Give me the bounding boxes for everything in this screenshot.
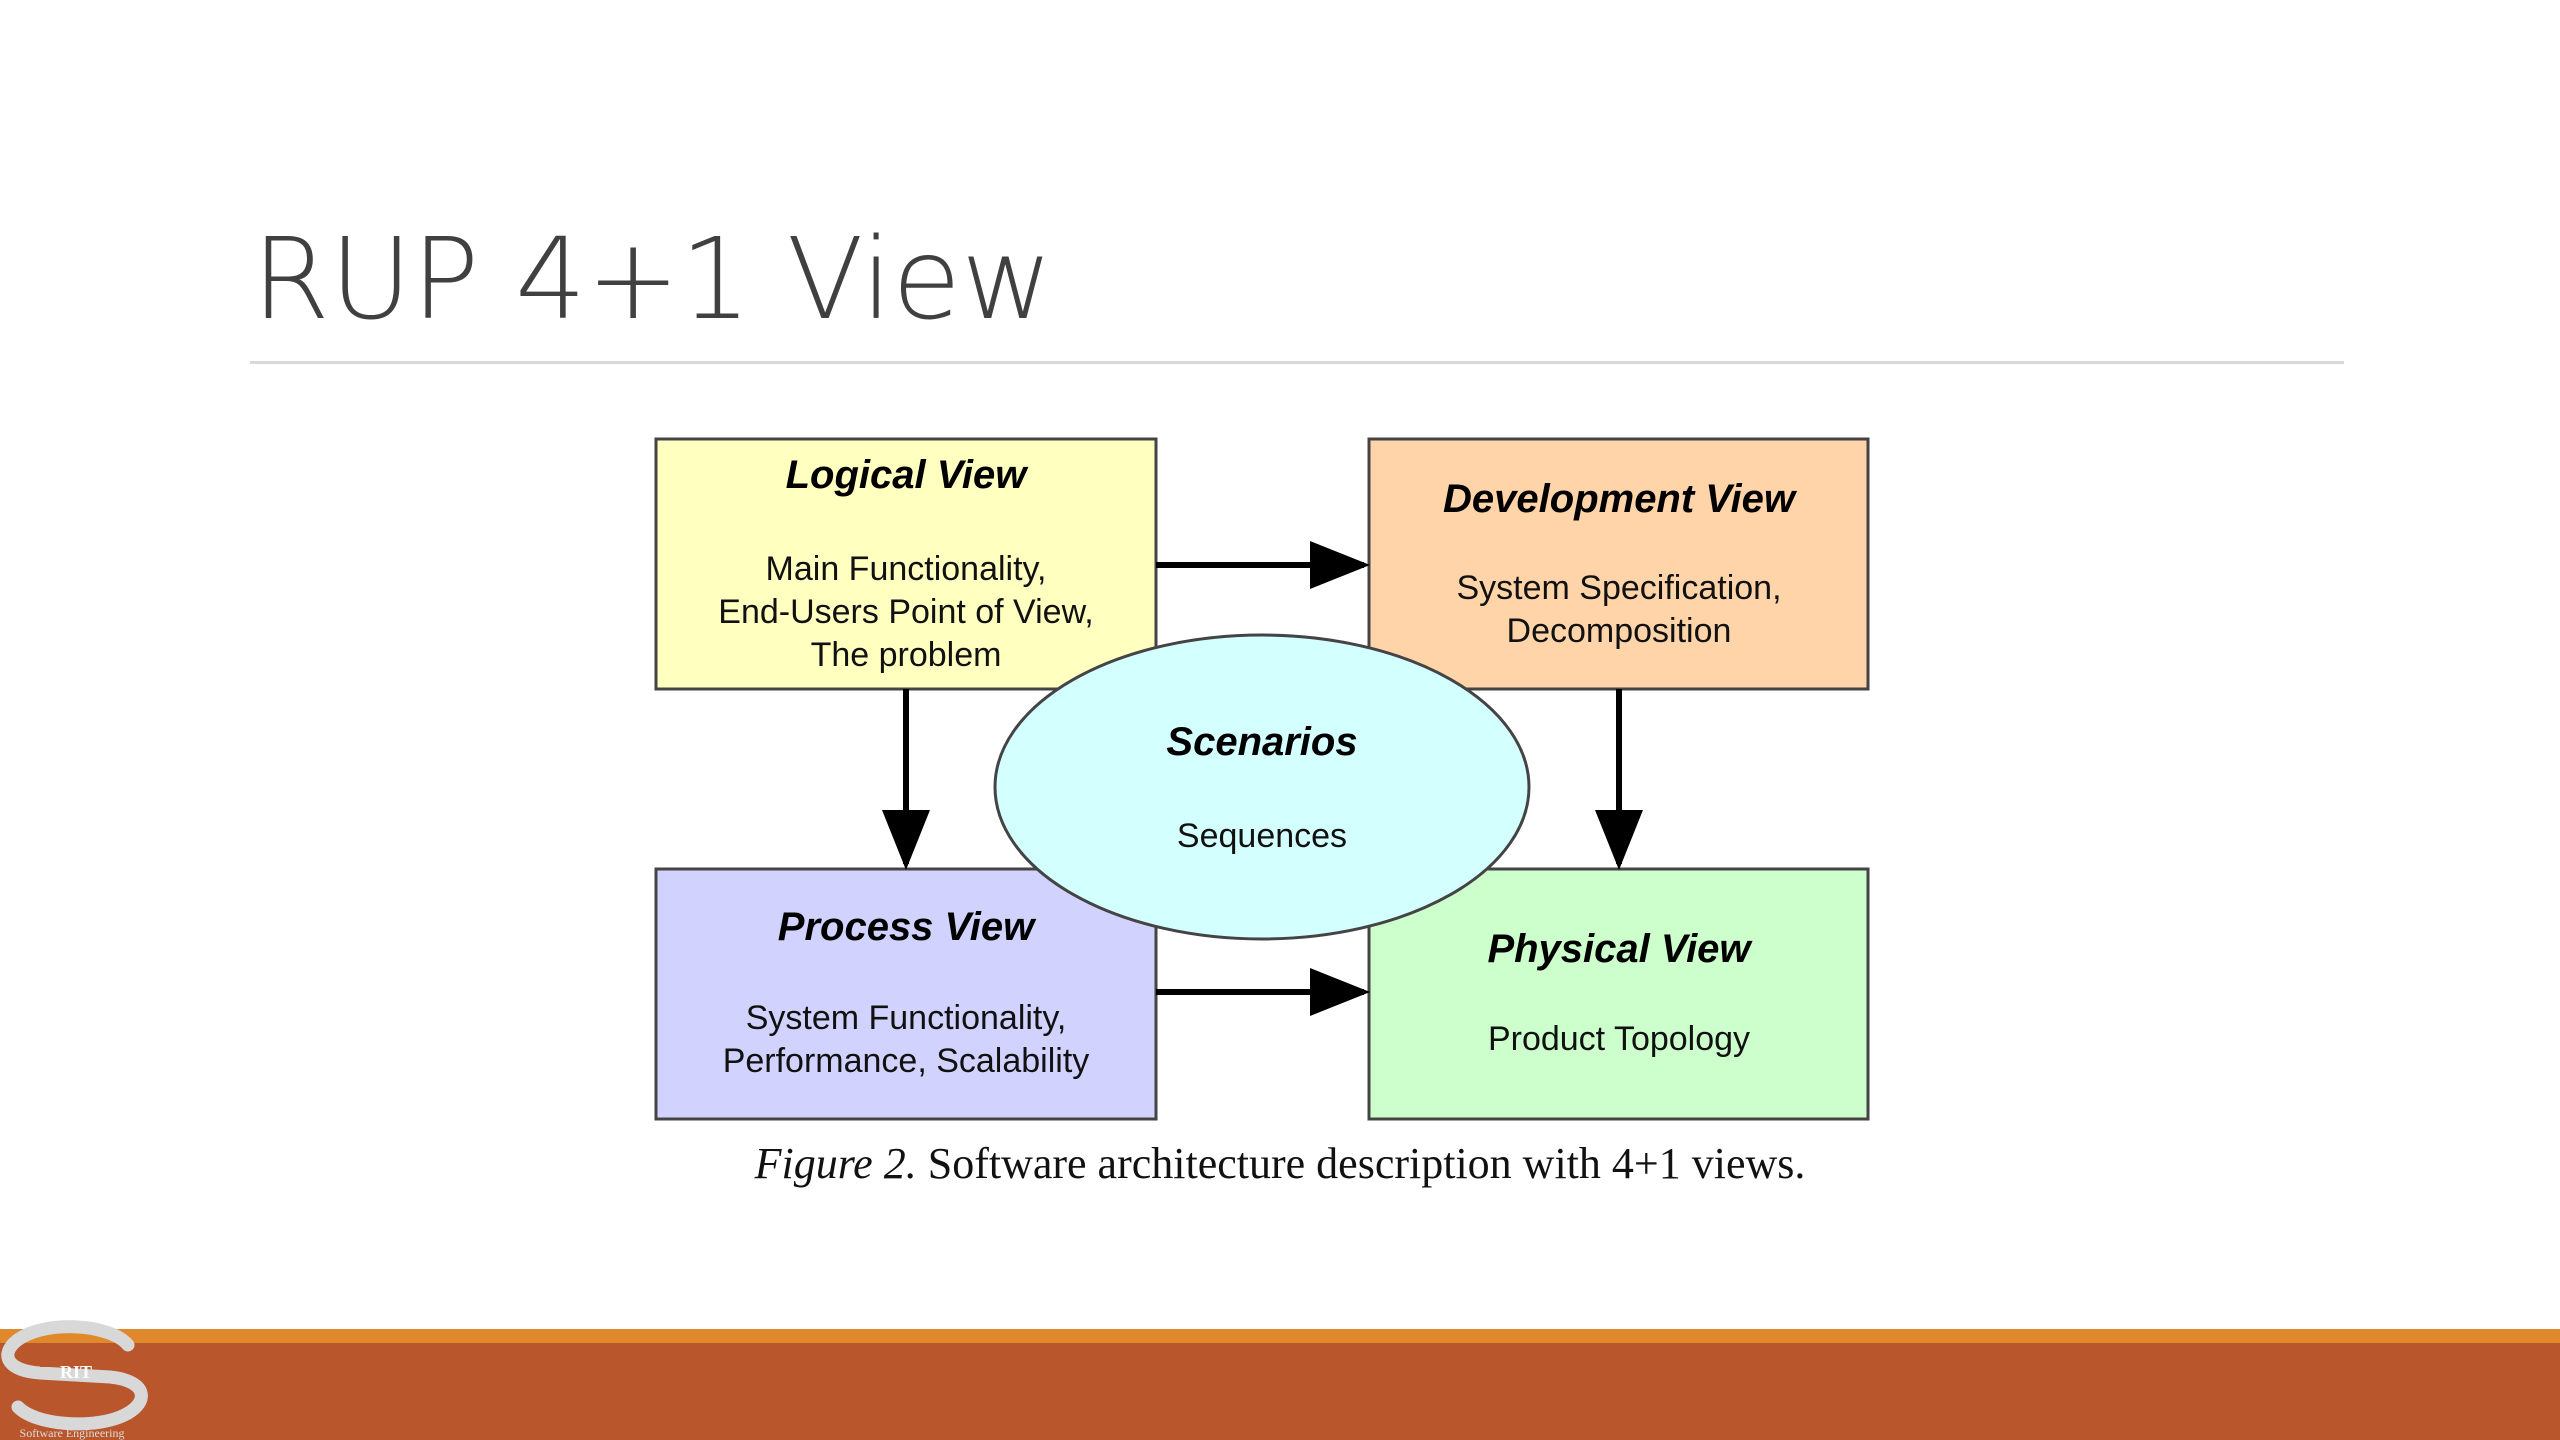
logo-caption: Software Engineering (20, 1426, 125, 1440)
scenarios-ellipse (993, 633, 1531, 941)
logo-mark: RIT (60, 1362, 92, 1382)
development-view-line-2: Decomposition (1507, 612, 1732, 650)
physical-view-line-1: Product Topology (1488, 1020, 1750, 1058)
physical-view-box (1367, 867, 1870, 1121)
logical-view-box (654, 437, 1158, 691)
figure-caption-text: Software architecture description with 4… (927, 1139, 1806, 1188)
process-view-line-1: System Functionality, (746, 999, 1067, 1037)
process-view-node: Process View System Functionality, Perfo… (654, 867, 1158, 1121)
scenarios-line-1: Sequences (1177, 817, 1347, 855)
process-view-box (654, 867, 1158, 1121)
rit-software-engineering-logo: RIT Software Engineering (1, 1320, 148, 1440)
footer-accent-line (0, 1329, 2560, 1343)
footer-bar (0, 1343, 2560, 1440)
scenarios-title: Scenarios (1166, 720, 1357, 764)
logical-view-line-1: Main Functionality, (766, 550, 1047, 588)
figure-label: Figure 2. (754, 1139, 917, 1188)
physical-view-title: Physical View (1487, 927, 1753, 971)
figure-caption: Figure 2. Software architecture descript… (0, 1138, 2560, 1189)
development-view-title: Development View (1443, 477, 1798, 521)
slide-title: RUP 4+1 View (252, 215, 1053, 345)
logical-view-node: Logical View Main Functionality, End-Use… (654, 437, 1158, 691)
title-divider (250, 361, 2344, 364)
physical-view-node: Physical View Product Topology (1367, 867, 1870, 1121)
logical-view-line-2: End-Users Point of View, (718, 593, 1093, 631)
logical-view-line-3: The problem (811, 636, 1002, 674)
process-view-title: Process View (778, 905, 1037, 949)
logical-view-title: Logical View (786, 453, 1030, 497)
process-view-line-2: Performance, Scalability (723, 1042, 1090, 1080)
development-view-line-1: System Specification, (1456, 569, 1781, 607)
scenarios-node: Scenarios Sequences (993, 633, 1531, 941)
development-view-box (1367, 437, 1870, 691)
development-view-node: Development View System Specification, D… (1367, 437, 1870, 691)
